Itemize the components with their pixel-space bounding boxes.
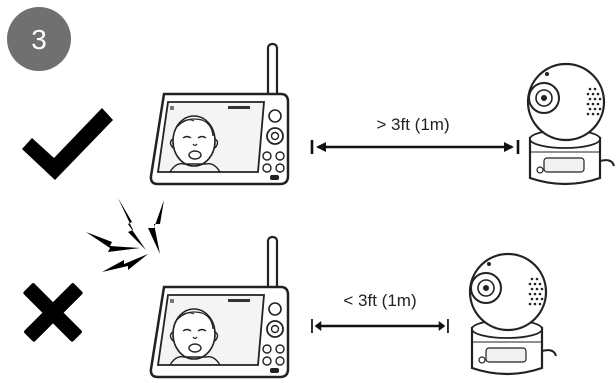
baby-unit-camera bbox=[526, 62, 616, 186]
baby-unit-camera bbox=[468, 252, 558, 376]
distance-label: > 3ft (1m) bbox=[376, 115, 449, 134]
check-icon bbox=[22, 108, 113, 180]
row-incorrect: < 3ft (1m) bbox=[23, 235, 558, 379]
parent-unit-monitor bbox=[149, 42, 290, 186]
distance-arrow bbox=[310, 317, 450, 335]
cross-icon bbox=[23, 283, 83, 342]
row-correct: > 3ft (1m) bbox=[22, 42, 616, 186]
distance-arrow bbox=[310, 138, 520, 156]
step-badge: 3 bbox=[7, 7, 71, 71]
distance-label: < 3ft (1m) bbox=[343, 291, 416, 310]
parent-unit-monitor bbox=[149, 235, 290, 379]
interference-bolts-icon bbox=[86, 198, 164, 272]
step-number: 3 bbox=[31, 24, 47, 55]
